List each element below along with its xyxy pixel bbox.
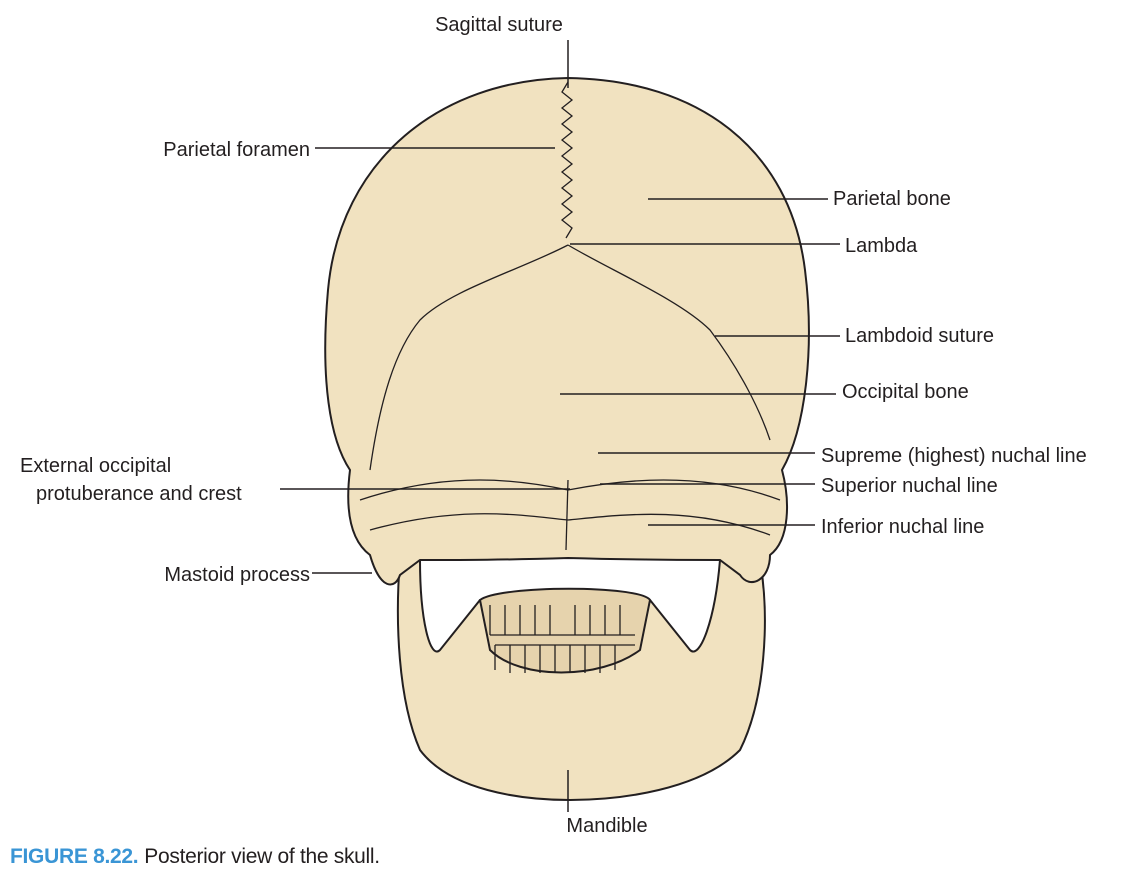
label-mandible: Mandible xyxy=(566,815,648,837)
figure-number: FIGURE 8.22. xyxy=(10,845,139,868)
lambdoid-suture-line xyxy=(369,244,771,471)
label-parietal-bone: Parietal bone xyxy=(833,188,951,210)
caption-text: Posterior view of the skull. xyxy=(144,845,380,868)
upper-teeth-lines xyxy=(489,605,635,636)
label-mastoid-process: Mastoid process xyxy=(164,564,310,586)
label-external-occipital-2: protuberance and crest xyxy=(36,483,242,505)
label-lambdoid-suture: Lambdoid suture xyxy=(845,325,994,347)
label-external-occipital-1: External occipital xyxy=(20,455,172,477)
label-inferior-nuchal-line: Inferior nuchal line xyxy=(821,516,985,538)
cranium-shape xyxy=(324,76,810,586)
lower-teeth-lines xyxy=(494,644,635,673)
label-occipital-bone: Occipital bone xyxy=(842,381,969,403)
label-lambda: Lambda xyxy=(845,235,918,257)
label-superior-nuchal-line: Superior nuchal line xyxy=(821,475,998,497)
label-supreme-nuchal-line: Supreme (highest) nuchal line xyxy=(821,445,1087,467)
figure-caption: FIGURE 8.22.Posterior view of the skull. xyxy=(10,845,380,869)
label-sagittal-suture: Sagittal suture xyxy=(435,14,563,36)
crest-line xyxy=(565,479,569,551)
sagittal-suture-line xyxy=(560,81,574,239)
label-parietal-foramen: Parietal foramen xyxy=(163,139,310,161)
teeth xyxy=(478,587,652,674)
